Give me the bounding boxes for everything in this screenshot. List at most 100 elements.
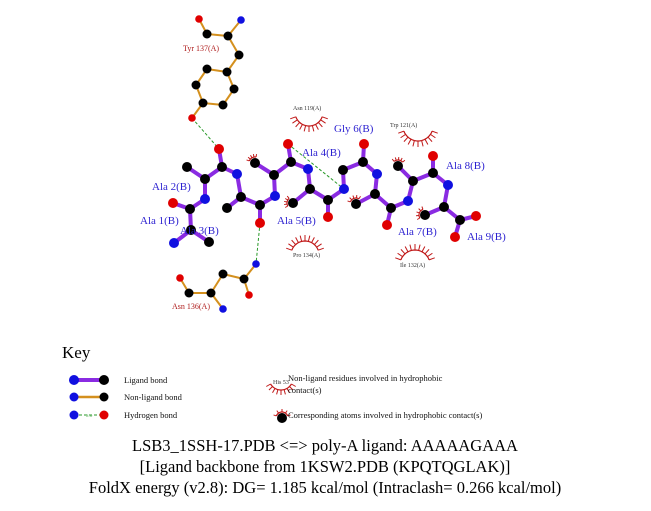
nitrogen-atom	[232, 169, 242, 179]
atoms	[168, 15, 481, 313]
hydrophobic-atom-marker	[246, 154, 258, 162]
carbon-atom	[200, 174, 210, 184]
carbon-atom	[218, 269, 228, 279]
hydrophobic-arc-ile-132	[395, 244, 435, 261]
hydrogen-bond	[287, 143, 345, 190]
nitrogen-atom-icon	[69, 392, 79, 402]
key-hydrophobic-label-1: Non-ligand residues involved in hydropho…	[288, 373, 443, 383]
carbon-atom	[202, 64, 212, 74]
nitrogen-atom	[303, 164, 313, 174]
carbon-atom	[222, 203, 232, 213]
oxygen-atom	[176, 274, 184, 282]
hydrophobic-contacts	[246, 116, 438, 261]
carbon-atom	[269, 170, 279, 180]
carbon-atom	[185, 204, 195, 214]
label-ala-8: Ala 8(B)	[446, 160, 485, 172]
carbon-atom	[182, 162, 192, 172]
hydrophobic-atom-marker	[391, 156, 406, 163]
label-gly-6: Gly 6(B)	[334, 123, 374, 135]
nitrogen-atom	[372, 169, 382, 179]
oxygen-atom	[214, 144, 224, 154]
key-nonligand-bond: Non-ligand bond	[69, 392, 183, 402]
key-hbond-distance: 3.0	[86, 413, 93, 418]
nitrogen-atom	[200, 194, 210, 204]
key-hydrogen-bond: 3.0 Hydrogen bond	[69, 410, 178, 420]
nitrogen-atom-icon	[69, 375, 79, 385]
carbon-atom	[351, 199, 361, 209]
label-asn-136: Asn 136(A)	[172, 302, 210, 311]
carbon-atom	[255, 200, 265, 210]
oxygen-atom	[428, 151, 438, 161]
oxygen-atom	[450, 232, 460, 242]
hydrogen-bond	[255, 222, 261, 265]
key-ligand-bond-label: Ligand bond	[124, 375, 168, 385]
key-corresponding-label: Corresponding atoms involved in hydropho…	[288, 410, 482, 420]
hydrophobic-atom-marker	[415, 206, 424, 220]
oxygen-atom	[283, 139, 293, 149]
nitrogen-atom	[443, 180, 453, 190]
hydrophobic-arc-trp-121	[398, 130, 438, 147]
caption-line-1: LSB3_1SSH-17.PDB <=> poly-A ligand: AAAA…	[132, 436, 518, 455]
key-hydrophobic-label-2: contact(s)	[288, 385, 322, 395]
oxygen-atom	[188, 114, 196, 122]
carbon-atom	[408, 176, 418, 186]
hydrophobic-arc-pro-134	[286, 235, 324, 251]
carbon-atom	[186, 225, 196, 235]
nitrogen-atom-icon	[69, 410, 79, 420]
hydrophobic-arc-asn-119	[290, 116, 328, 132]
carbon-atom-icon	[99, 375, 109, 385]
label-trp-121: Trp 121(A)	[390, 122, 417, 129]
oxygen-atom	[195, 15, 203, 23]
carbon-atom	[223, 31, 233, 41]
label-ile-132: Ile 132(A)	[400, 262, 425, 269]
carbon-atom	[206, 288, 216, 298]
nitrogen-atom	[270, 191, 280, 201]
nitrogen-atom	[219, 305, 227, 313]
label-ala-5: Ala 5(B)	[277, 215, 316, 227]
carbon-atom	[184, 288, 194, 298]
carbon-atom	[234, 50, 244, 60]
label-ala-3: Ala 3(B)	[180, 225, 219, 237]
key-corresponding-atoms: Corresponding atoms involved in hydropho…	[273, 409, 482, 423]
carbon-atom	[358, 157, 368, 167]
carbon-atom	[393, 161, 403, 171]
nitrogen-atom	[339, 184, 349, 194]
carbon-atom	[236, 192, 246, 202]
hydrophobic-arc-icon	[266, 383, 296, 395]
key-hydrophobic-residue: His 53 Non-ligand residues involved in h…	[266, 373, 443, 395]
label-ala-9: Ala 9(B)	[467, 231, 506, 243]
label-asn-119: Asn 119(A)	[293, 105, 321, 112]
oxygen-atom	[323, 212, 333, 222]
carbon-atom	[428, 168, 438, 178]
carbon-atom	[455, 215, 465, 225]
hydrogen-bonds	[191, 117, 345, 265]
carbon-atom	[217, 162, 227, 172]
nitrogen-atom	[403, 196, 413, 206]
label-ala-2: Ala 2(B)	[152, 181, 191, 193]
carbon-atom	[198, 98, 208, 108]
carbon-atom	[420, 210, 430, 220]
label-ala-7: Ala 7(B)	[398, 226, 437, 238]
caption-line-3: FoldX energy (v2.8): DG= 1.185 kcal/mol …	[89, 478, 561, 497]
carbon-atom	[439, 202, 449, 212]
carbon-atom	[229, 84, 239, 94]
carbon-atom	[239, 274, 249, 284]
carbon-atom	[286, 157, 296, 167]
label-ala-4: Ala 4(B)	[302, 147, 341, 159]
oxygen-atom	[168, 198, 178, 208]
oxygen-atom-icon	[99, 410, 109, 420]
carbon-atom	[222, 67, 232, 77]
carbon-atom	[288, 198, 298, 208]
oxygen-atom	[245, 291, 253, 299]
key-hydrogen-bond-label: Hydrogen bond	[124, 410, 178, 420]
label-tyr-137: Tyr 137(A)	[183, 44, 219, 53]
hydrophobic-atom-marker	[347, 194, 361, 203]
oxygen-atom	[382, 220, 392, 230]
label-ala-1: Ala 1(B)	[140, 215, 179, 227]
carbon-atom	[386, 203, 396, 213]
carbon-atom-icon	[99, 392, 109, 402]
oxygen-atom	[359, 139, 369, 149]
key-ligand-bond: Ligand bond	[69, 375, 168, 385]
